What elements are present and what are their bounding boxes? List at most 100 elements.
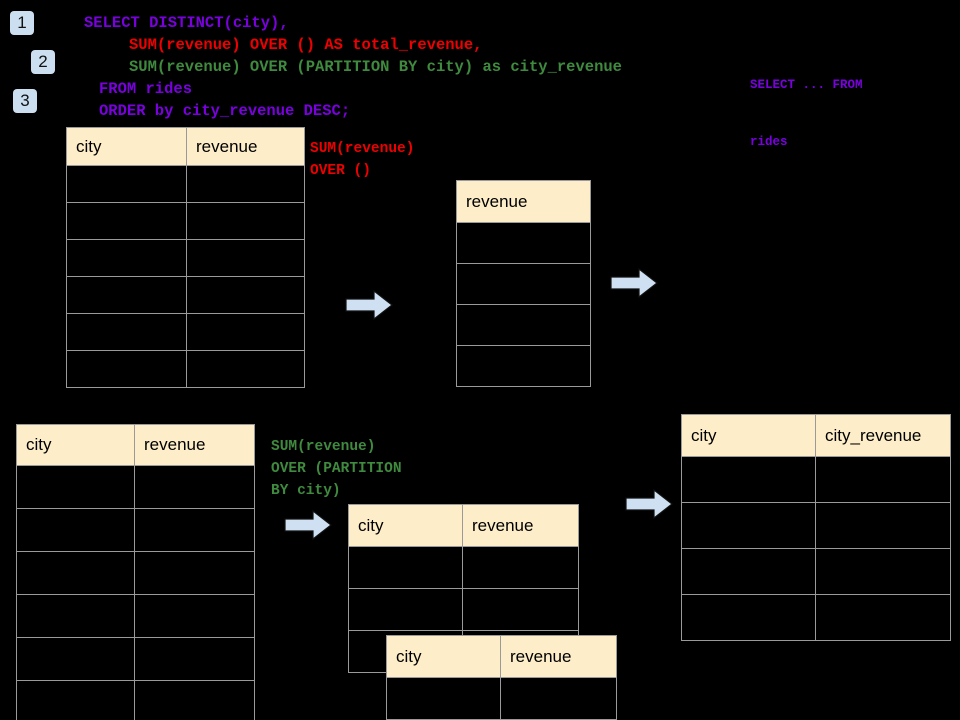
table-row xyxy=(16,508,255,552)
select-from-rides-note: SELECT ... FROM rides xyxy=(750,38,863,190)
sql-line-3: SUM(revenue) OVER (PARTITION BY city) as… xyxy=(129,58,622,76)
column-header-city: city xyxy=(348,504,463,547)
table-cell xyxy=(186,165,305,203)
column-header-revenue: revenue xyxy=(500,635,617,678)
table-cell xyxy=(386,677,501,720)
table-cell xyxy=(16,680,135,720)
table-cell xyxy=(66,276,187,314)
table-cell xyxy=(681,548,816,595)
table-row xyxy=(681,456,951,503)
table-cell xyxy=(134,637,255,681)
column-header-revenue: revenue xyxy=(186,127,305,166)
total-revenue-table: revenue xyxy=(456,180,591,387)
table-row xyxy=(66,276,305,314)
table-cell xyxy=(16,465,135,509)
table-row xyxy=(456,345,591,387)
table-cell xyxy=(66,313,187,351)
select-from-rides-note-line1: SELECT ... FROM xyxy=(750,78,863,92)
table-cell xyxy=(134,551,255,595)
table-cell xyxy=(16,594,135,638)
table-row xyxy=(66,313,305,351)
table-cell xyxy=(815,456,951,503)
column-header-city: city xyxy=(681,414,816,457)
select-from-rides-note-line2: rides xyxy=(750,135,788,149)
table-row xyxy=(681,594,951,641)
table-row xyxy=(66,239,305,277)
table-cell xyxy=(462,588,579,631)
column-header-city_revenue: city_revenue xyxy=(815,414,951,457)
table-cell xyxy=(815,594,951,641)
table-cell xyxy=(348,588,463,631)
arrow-partition-to-result xyxy=(625,488,673,524)
table-header-row: revenue xyxy=(456,180,591,223)
arrow-source-to-partition xyxy=(284,509,332,545)
table-cell xyxy=(815,502,951,549)
step-badge-2: 2 xyxy=(31,50,55,74)
table-cell xyxy=(186,350,305,388)
table-cell xyxy=(681,594,816,641)
table-cell xyxy=(134,594,255,638)
column-header-city: city xyxy=(66,127,187,166)
table-cell xyxy=(348,546,463,589)
table-row xyxy=(66,350,305,388)
sql-line-1: SELECT DISTINCT(city), xyxy=(84,14,289,32)
column-header-revenue: revenue xyxy=(456,180,591,223)
table-cell xyxy=(186,239,305,277)
arrow-source-to-total xyxy=(345,289,393,325)
step-badge-1: 1 xyxy=(10,11,34,35)
sql-line-4: FROM rides xyxy=(99,80,193,98)
annotation-sum-over-empty: SUM(revenue) OVER () xyxy=(310,141,415,179)
column-header-city: city xyxy=(386,635,501,678)
table-cell xyxy=(815,548,951,595)
table-row xyxy=(348,588,579,631)
table-row xyxy=(16,680,255,720)
table-row xyxy=(456,263,591,305)
arrow-total-to-result xyxy=(610,267,658,303)
table-cell xyxy=(186,313,305,351)
table-row xyxy=(681,502,951,549)
table-cell xyxy=(134,508,255,552)
table-cell xyxy=(456,222,591,264)
table-cell xyxy=(16,551,135,595)
table-row xyxy=(348,546,579,589)
table-cell xyxy=(16,508,135,552)
sql-query-block: SELECT DISTINCT(city), SUM(revenue) OVER … xyxy=(84,12,622,122)
column-header-city: city xyxy=(16,424,135,466)
table-cell xyxy=(66,202,187,240)
table-row xyxy=(16,637,255,681)
table-cell xyxy=(462,546,579,589)
table-cell xyxy=(456,304,591,346)
table-cell xyxy=(456,263,591,305)
column-header-revenue: revenue xyxy=(134,424,255,466)
table-cell xyxy=(16,637,135,681)
table-cell xyxy=(681,502,816,549)
sql-line-2: SUM(revenue) OVER () AS total_revenue, xyxy=(129,36,483,54)
table-cell xyxy=(66,350,187,388)
table-cell xyxy=(66,165,187,203)
table-row xyxy=(681,548,951,595)
table-cell xyxy=(66,239,187,277)
table-cell xyxy=(186,202,305,240)
table-row xyxy=(66,202,305,240)
table-cell xyxy=(500,677,617,720)
table-row xyxy=(386,677,617,720)
table-cell xyxy=(134,465,255,509)
table-row xyxy=(456,222,591,264)
table-cell xyxy=(134,680,255,720)
table-cell xyxy=(681,456,816,503)
column-header-revenue: revenue xyxy=(462,504,579,547)
table-row xyxy=(16,594,255,638)
step-badge-3: 3 xyxy=(13,89,37,113)
table-row xyxy=(16,551,255,595)
table-cell xyxy=(186,276,305,314)
